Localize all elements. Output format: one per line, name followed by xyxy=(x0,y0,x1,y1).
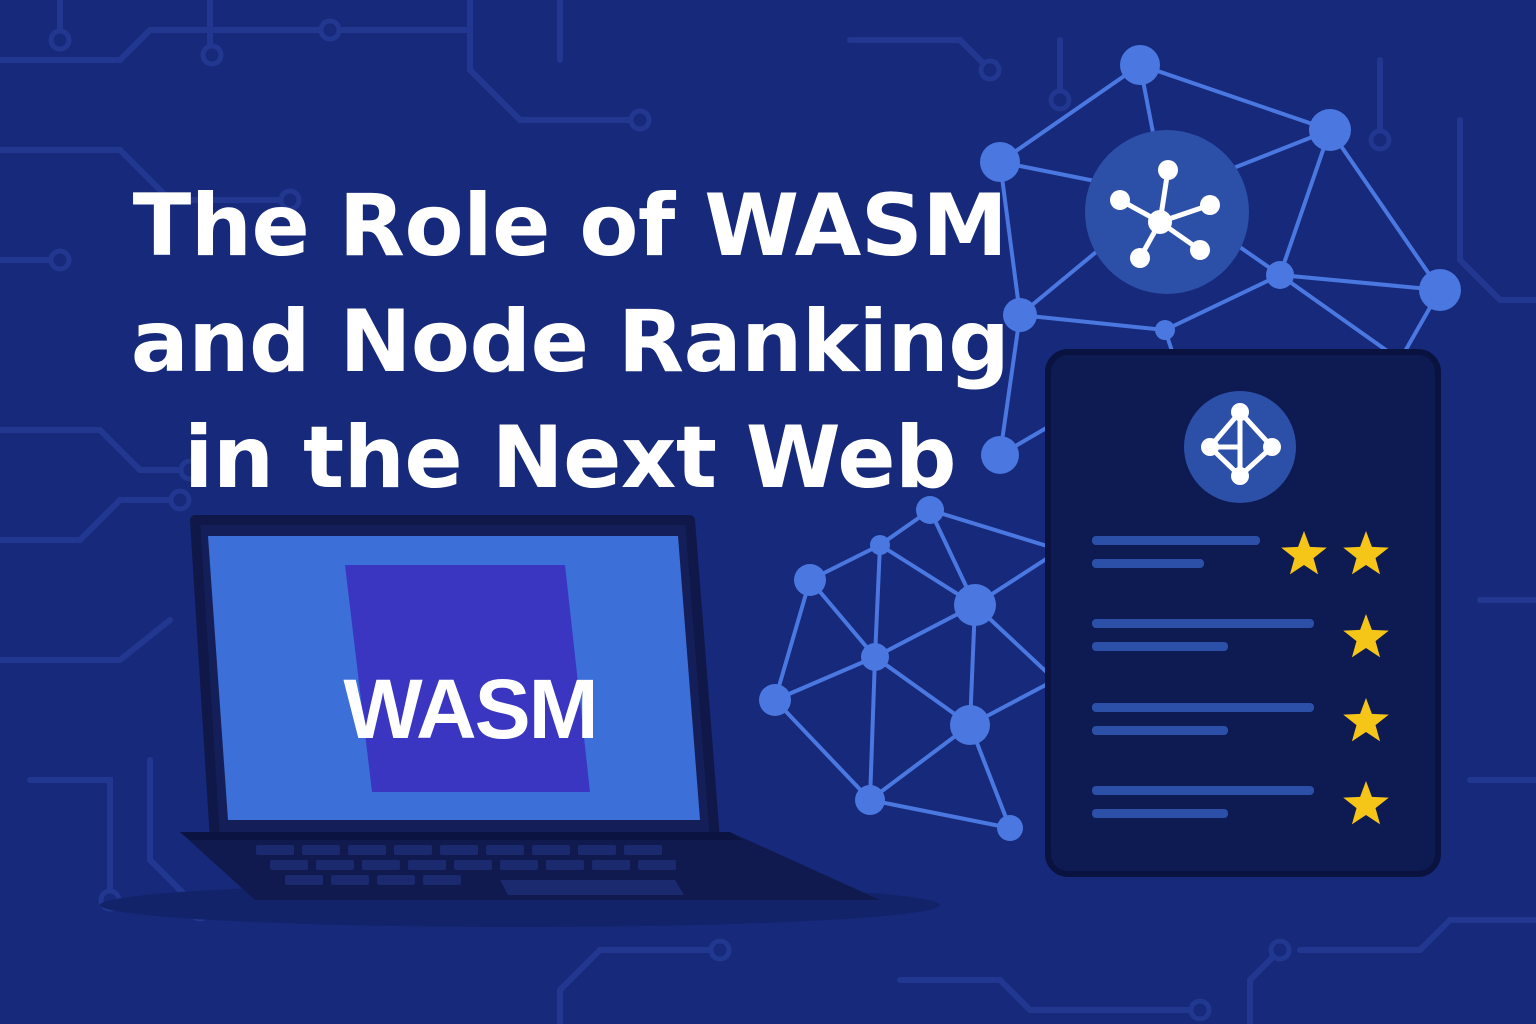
lower-network-graph xyxy=(759,496,1062,841)
network-hub-icon xyxy=(1085,130,1249,294)
laptop-trackpad xyxy=(500,880,684,895)
keyboard-key xyxy=(546,860,584,870)
keyboard-key xyxy=(362,860,400,870)
star-icon xyxy=(1343,531,1389,575)
star-icon xyxy=(1343,781,1389,825)
row-subtext-placeholder xyxy=(1092,559,1204,568)
row-subtext-placeholder xyxy=(1092,726,1228,735)
row-text-placeholder xyxy=(1092,786,1314,795)
wasm-logo-text: WASM xyxy=(343,662,596,756)
row-text-placeholder xyxy=(1092,536,1260,545)
upper-network-graph xyxy=(980,45,1461,474)
star-icon xyxy=(1281,531,1327,575)
keyboard-key xyxy=(331,875,369,885)
keyboard-key xyxy=(454,860,492,870)
ranking-card xyxy=(1045,349,1441,877)
ranking-row xyxy=(1092,614,1389,658)
keyboard-key xyxy=(638,860,676,870)
row-subtext-placeholder xyxy=(1092,642,1228,651)
keyboard-key xyxy=(486,845,524,855)
keyboard-key xyxy=(592,860,630,870)
keyboard-key xyxy=(423,875,461,885)
ranking-row xyxy=(1092,781,1389,825)
keyboard-key xyxy=(348,845,386,855)
ranking-row xyxy=(1092,531,1389,575)
star-icon xyxy=(1343,698,1389,742)
keyboard-key xyxy=(440,845,478,855)
laptop-keys xyxy=(256,845,676,885)
keyboard-key xyxy=(285,875,323,885)
keyboard-key xyxy=(394,845,432,855)
keyboard-key xyxy=(270,860,308,870)
headline-line-1: The Role of WASM xyxy=(132,176,1008,276)
row-text-placeholder xyxy=(1092,703,1314,712)
ranking-rows xyxy=(1092,531,1389,825)
keyboard-key xyxy=(256,845,294,855)
keyboard-key xyxy=(578,845,616,855)
network-share-icon xyxy=(1110,160,1220,268)
ranking-row xyxy=(1092,698,1389,742)
row-text-placeholder xyxy=(1092,619,1314,628)
headline: The Role of WASM and Node Ranking in the… xyxy=(120,168,1020,516)
laptop: WASM xyxy=(100,515,940,927)
keyboard-key xyxy=(500,860,538,870)
wasm-logo xyxy=(345,565,590,792)
keyboard-key xyxy=(302,845,340,855)
row-subtext-placeholder xyxy=(1092,809,1228,818)
keyboard-key xyxy=(377,875,415,885)
star-icon xyxy=(1343,614,1389,658)
keyboard-key xyxy=(408,860,446,870)
headline-line-3: in the Next Web xyxy=(183,408,957,508)
keyboard-key xyxy=(316,860,354,870)
keyboard-key xyxy=(624,845,662,855)
headline-line-2: and Node Ranking xyxy=(130,292,1010,392)
keyboard-key xyxy=(532,845,570,855)
